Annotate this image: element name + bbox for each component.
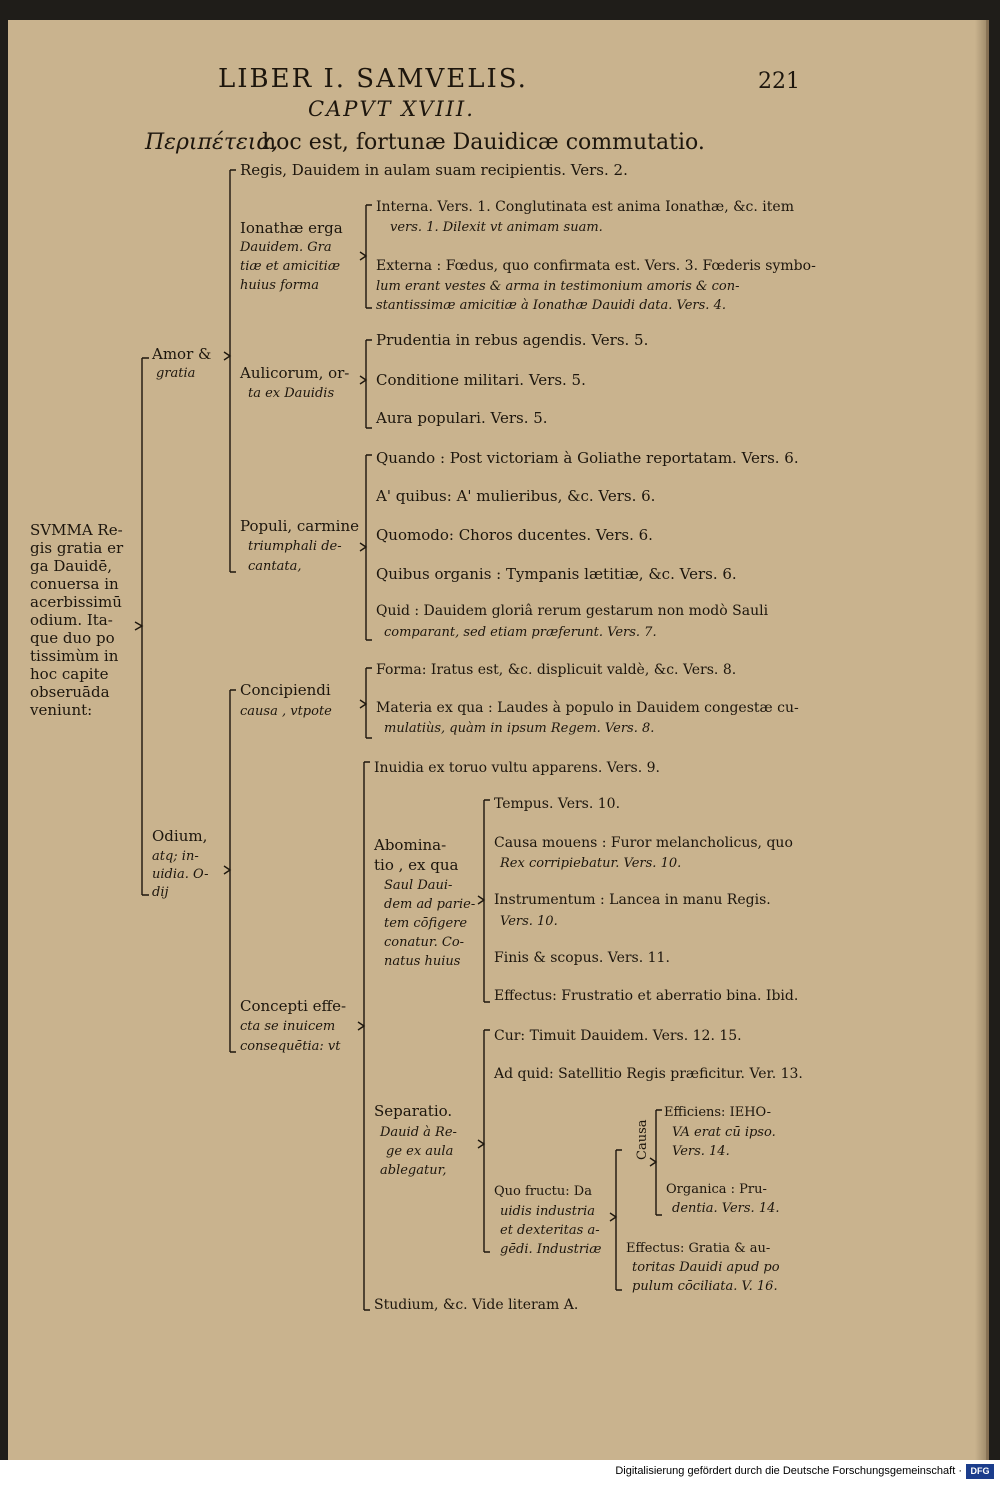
heading-latin: hoc est, fortunæ Dauidicæ commutatio. xyxy=(262,130,705,155)
tempus-entry: Tempus. Vers. 10. xyxy=(494,796,621,812)
interna-entry: Interna. Vers. 1. Conglutinata est anima… xyxy=(376,199,794,215)
book-page xyxy=(8,20,989,1460)
root-line: tissimùm in xyxy=(30,647,119,665)
populi-label: triumphali de- xyxy=(248,539,342,554)
abominatio-label: tio , ex qua xyxy=(374,856,459,874)
ionathae-label: huius forma xyxy=(240,278,320,293)
running-title: LIBER I. SAMVELIS. xyxy=(218,64,528,94)
ad-quid-entry: Ad quid: Satellitio Regis præficitur. Ve… xyxy=(494,1066,803,1082)
finis-entry: Finis & scopus. Vers. 11. xyxy=(494,950,670,966)
causa-entry: Rex corripiebatur. Vers. 10. xyxy=(500,856,682,871)
abominatio-label: Abomina- xyxy=(374,836,447,854)
aulicorum-label: ta ex Dauidis xyxy=(248,386,335,401)
aulicorum-item: Conditione militari. Vers. 5. xyxy=(376,371,586,389)
abominatio-label: natus huius xyxy=(384,954,461,969)
efficiens-entry: Vers. 14. xyxy=(672,1144,730,1159)
regis-entry: Regis, Dauidem in aulam suam recipientis… xyxy=(240,161,628,179)
ionathae-label: tiæ et amicitiæ xyxy=(240,259,341,274)
separatio-label: Dauid à Re- xyxy=(380,1125,457,1140)
root-line: hoc capite xyxy=(30,665,109,683)
populi-item: Quomodo: Choros ducentes. Vers. 6. xyxy=(376,526,653,544)
root-line: gis gratia er xyxy=(30,539,124,557)
populi-quid: comparant, sed etiam præferunt. Vers. 7. xyxy=(384,625,657,640)
efficiens-entry: Efficiens: IEHO- xyxy=(664,1105,772,1120)
effecta-label: cta se inuicem xyxy=(240,1019,336,1034)
separatio-label: ge ex aula xyxy=(386,1144,454,1159)
effectus-separatio-entry: toritas Dauidi apud po xyxy=(632,1260,780,1275)
aulicorum-item: Prudentia in rebus agendis. Vers. 5. xyxy=(376,331,649,349)
effecta-label: Concepti effe- xyxy=(240,997,347,1015)
quo-fructu-label: uidis industria xyxy=(500,1204,596,1219)
materia-entry: mulatiùs, quàm in ipsum Regem. Vers. 8. xyxy=(384,721,655,736)
dfg-logo: DFG xyxy=(966,1464,994,1479)
forma-entry: Forma: Iratus est, &c. displicuit valdè,… xyxy=(376,662,737,678)
quo-fructu-label: Quo fructu: Da xyxy=(494,1184,592,1199)
populi-item: Quando : Post victoriam à Goliathe repor… xyxy=(376,449,799,467)
abominatio-label: conatur. Co- xyxy=(384,935,465,950)
root-line: veniunt: xyxy=(30,701,93,719)
root-line: SVMMA Re- xyxy=(30,521,123,539)
populi-item: Quibus organis : Tympanis lætitiæ, &c. V… xyxy=(376,565,737,583)
page-number: 221 xyxy=(758,69,800,94)
odium-label: uidia. O- xyxy=(152,867,209,882)
causa-entry: Causa mouens : Furor melancholicus, quo xyxy=(494,835,793,851)
organica-entry: dentia. Vers. 14. xyxy=(672,1201,780,1216)
instrumentum-entry: Vers. 10. xyxy=(500,914,558,929)
populi-label: cantata, xyxy=(248,559,302,574)
abominatio-label: Saul Daui- xyxy=(384,878,453,893)
footer-text: Digitalisierung gefördert durch die Deut… xyxy=(615,1465,962,1477)
quo-fructu-label: gēdi. Industriæ xyxy=(500,1242,602,1257)
studium-entry: Studium, &c. Vide literam A. xyxy=(374,1297,579,1313)
aulicorum-label: Aulicorum, or- xyxy=(240,364,350,382)
populi-quid: Quid : Dauidem gloriâ rerum gestarum non… xyxy=(376,603,769,619)
amor-label: gratia xyxy=(156,366,196,381)
inuidia-entry: Inuidia ex toruo vultu apparens. Vers. 9… xyxy=(374,760,660,776)
amor-label: Amor & xyxy=(152,345,212,363)
externa-entry: stantissimæ amicitiæ à Ionathæ Dauidi da… xyxy=(376,298,726,313)
root-line: conuersa in xyxy=(30,575,119,593)
heading-greek: Περιπέτεια, xyxy=(145,130,279,155)
organica-entry: Organica : Pru- xyxy=(666,1182,767,1197)
digitization-footer: Digitalisierung gefördert durch die Deut… xyxy=(0,1460,1000,1485)
root-line: acerbissimū xyxy=(30,593,122,611)
materia-entry: Materia ex qua : Laudes à populo in Daui… xyxy=(376,700,799,716)
populi-label: Populi, carmine xyxy=(240,517,359,535)
separatio-label: Separatio. xyxy=(374,1102,453,1120)
abominatio-label: dem ad parie- xyxy=(384,897,476,912)
efficiens-entry: VA erat cū ipso. xyxy=(672,1125,776,1140)
cur-entry: Cur: Timuit Dauidem. Vers. 12. 15. xyxy=(494,1028,742,1044)
odium-label: atq; in- xyxy=(152,849,199,864)
root-line: odium. Ita- xyxy=(30,611,113,629)
externa-entry: Externa : Fœdus, quo confirmata est. Ver… xyxy=(376,258,816,274)
ionathae-label: Dauidem. Gra xyxy=(240,240,332,255)
root-line: obseruāda xyxy=(30,683,110,701)
concipiendi-label: Concipiendi xyxy=(240,681,331,699)
quo-fructu-label: et dexteritas a- xyxy=(500,1223,600,1238)
separatio-label: ablegatur, xyxy=(380,1163,447,1178)
chapter-heading: CAPVT XVIII. xyxy=(308,97,475,121)
effectus-entry: Effectus: Frustratio et aberratio bina. … xyxy=(494,988,799,1004)
interna-entry: vers. 1. Dilexit vt animam suam. xyxy=(390,220,603,235)
root-line: ga Dauidē, xyxy=(30,557,112,575)
odium-label: dij xyxy=(152,885,169,900)
concipiendi-label: causa , vtpote xyxy=(240,704,332,719)
effecta-label: consequētia: vt xyxy=(240,1039,341,1054)
causa-vertical-label: Causa xyxy=(635,1119,650,1161)
populi-item: A' quibus: A' mulieribus, &c. Vers. 6. xyxy=(376,487,656,505)
root-line: que duo po xyxy=(30,629,115,647)
abominatio-label: tem cōfigere xyxy=(384,916,468,931)
ionathae-label: Ionathæ erga xyxy=(240,219,343,237)
odium-label: Odium, xyxy=(152,827,208,845)
instrumentum-entry: Instrumentum : Lancea in manu Regis. xyxy=(494,892,771,908)
effectus-separatio-entry: Effectus: Gratia & au- xyxy=(626,1241,771,1256)
effectus-separatio-entry: pulum cōciliata. V. 16. xyxy=(632,1279,778,1294)
externa-entry: lum erant vestes & arma in testimonium a… xyxy=(376,279,740,294)
aulicorum-item: Aura populari. Vers. 5. xyxy=(376,409,548,427)
